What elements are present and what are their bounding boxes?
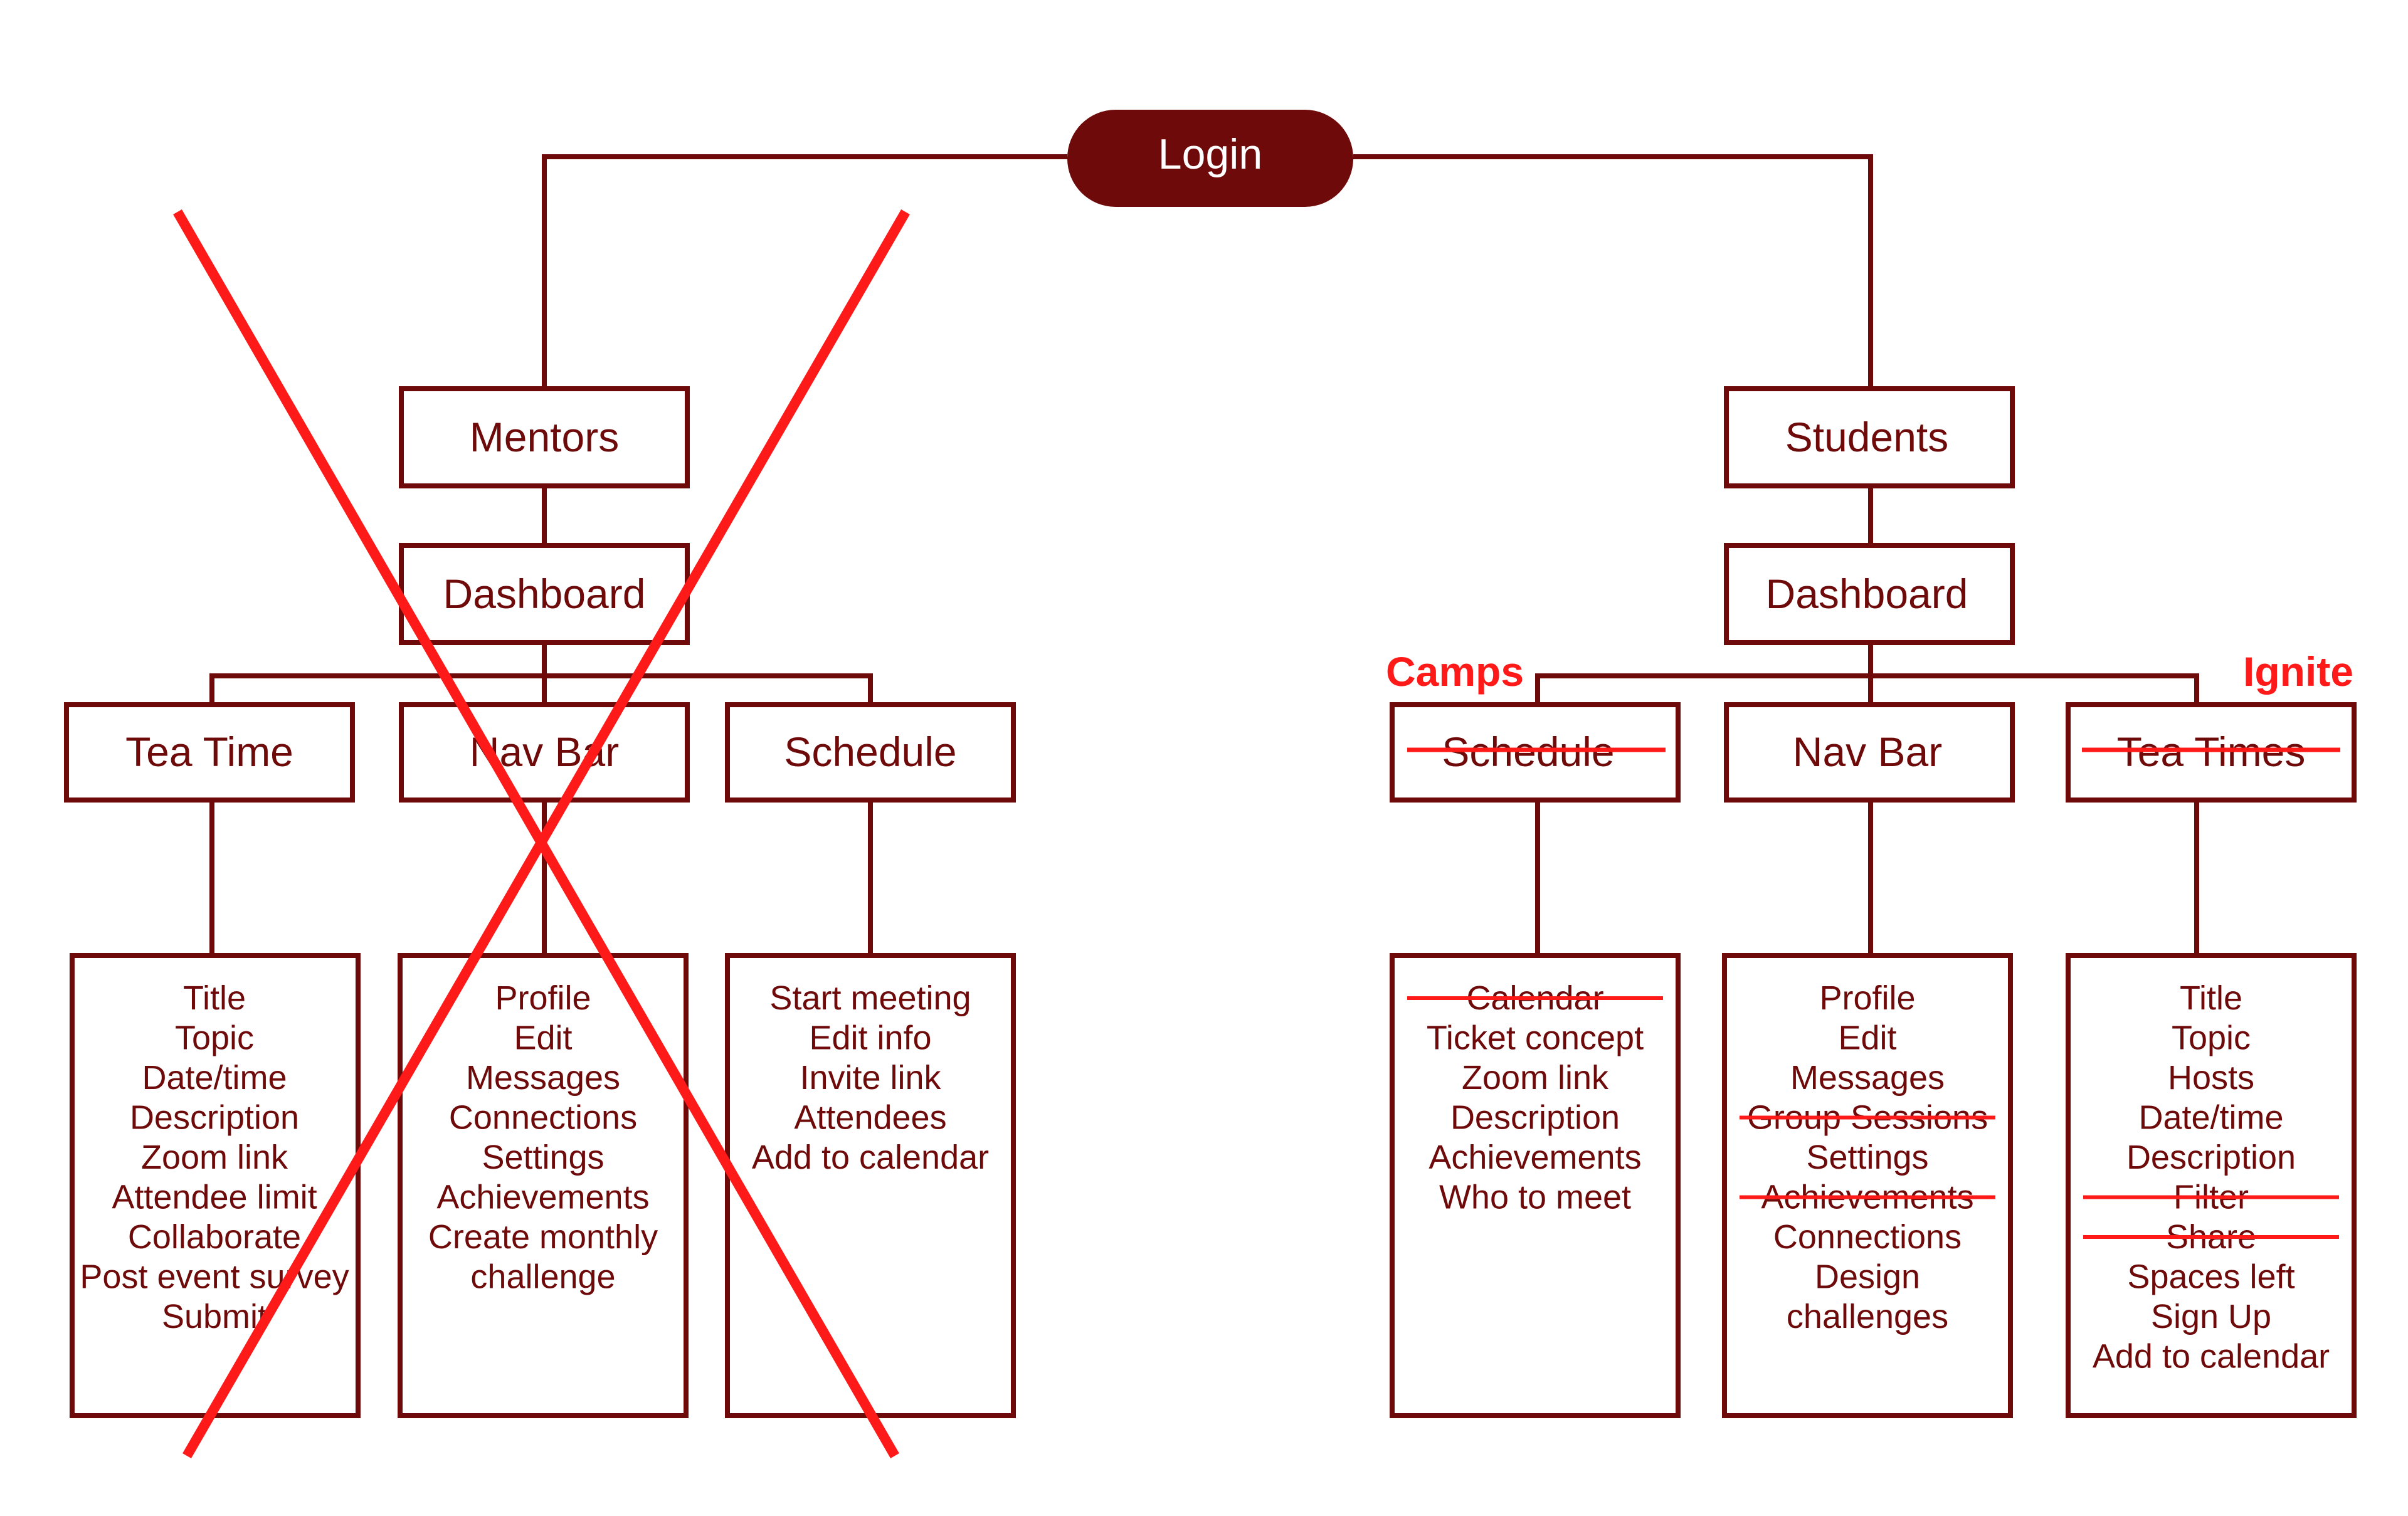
mentor-schedule-items-box	[725, 953, 1016, 1418]
list-item: Collaborate	[128, 1218, 301, 1256]
list-item: Hosts	[2168, 1059, 2254, 1097]
list-item: Sign Up	[2151, 1298, 2271, 1335]
mentor-teatime-items-box	[70, 953, 361, 1418]
student-teatimes-item-list: TitleTopicHostsDate/timeDescriptionFilte…	[2083, 979, 2339, 1376]
list-item: Design	[1815, 1258, 1920, 1296]
students-dashboard-box	[1724, 543, 2015, 645]
students-label: Students	[1785, 414, 1949, 460]
mentor-navbar-item-list: ProfileEditMessagesConnectionsSettingsAc…	[428, 979, 658, 1296]
student-schedule-items-box	[1390, 953, 1681, 1418]
list-item: Settings	[1806, 1139, 1928, 1176]
list-item: Zoom link	[141, 1139, 288, 1176]
list-item: challenges	[1787, 1298, 1948, 1335]
student-schedule-box	[1390, 702, 1681, 803]
list-item: challenge	[470, 1258, 615, 1296]
mentors-cross-out-mark	[173, 209, 910, 1459]
list-item: Title	[2180, 979, 2242, 1017]
list-item: Settings	[482, 1139, 604, 1176]
login-node: Login	[1067, 110, 1353, 207]
list-item: Invite link	[800, 1059, 941, 1097]
connector-login-students	[1353, 154, 1873, 389]
list-item: Attendee limit	[112, 1179, 317, 1216]
connector-mentors-branch	[209, 673, 873, 705]
list-item: Profile	[1819, 979, 1915, 1017]
list-item: Date/time	[2138, 1099, 2283, 1137]
list-item: Profile	[495, 979, 591, 1017]
list-item: Achievements	[1428, 1139, 1641, 1176]
student-navbar-items-box	[1722, 953, 2013, 1418]
list-item: Connections	[449, 1099, 637, 1137]
list-item: Start meeting	[769, 979, 971, 1017]
student-navbar-label: Nav Bar	[1793, 729, 1942, 775]
student-navbar-box	[1724, 702, 2015, 803]
camps-annotation: Camps	[1386, 648, 1524, 695]
node-boxes	[64, 386, 2357, 1418]
mentor-teatime-label: Tea Time	[125, 729, 293, 775]
list-item: Zoom link	[1462, 1059, 1609, 1097]
mentor-navbar-box	[399, 702, 690, 803]
login-label: Login	[1158, 130, 1262, 178]
connector-login-mentors	[542, 154, 1067, 389]
list-item: Add to calendar	[752, 1139, 989, 1176]
list-item: Edit info	[809, 1019, 931, 1057]
list-item: Description	[130, 1099, 299, 1137]
list-item: Messages	[1790, 1059, 1945, 1097]
mentors-dashboard-box	[399, 543, 690, 645]
student-teatimes-items-box	[2066, 953, 2357, 1418]
mentor-navbar-items-box	[398, 953, 689, 1418]
list-item: Who to meet	[1439, 1179, 1631, 1216]
list-item: Attendees	[794, 1099, 946, 1137]
student-teatimes-box	[2066, 702, 2357, 803]
students-dashboard-label: Dashboard	[1766, 571, 1968, 617]
list-item: Description	[2126, 1139, 2296, 1176]
cross-out-stroke-1	[173, 209, 899, 1458]
list-item: Ticket concept	[1427, 1019, 1644, 1057]
list-item: Achievements	[436, 1179, 649, 1216]
connector-students-branch	[1535, 673, 2199, 705]
mentors-dashboard-label: Dashboard	[443, 571, 646, 617]
ignite-annotation: Ignite	[2243, 648, 2353, 695]
mentor-schedule-label: Schedule	[784, 729, 956, 775]
list-item: Edit	[514, 1019, 572, 1057]
list-item: Spaces left	[2127, 1258, 2294, 1296]
list-item: Connections	[1773, 1218, 1962, 1256]
list-item: Post event survey	[80, 1258, 349, 1296]
list-item: Messages	[466, 1059, 620, 1097]
mentor-teatime-box	[64, 702, 355, 803]
list-item: Title	[183, 979, 246, 1017]
list-item: Date/time	[142, 1059, 287, 1097]
list-item: Edit	[1838, 1019, 1896, 1057]
list-item: Description	[1450, 1099, 1620, 1137]
list-item: Topic	[2172, 1019, 2251, 1057]
list-item: Add to calendar	[2093, 1338, 2330, 1376]
mentors-box	[399, 386, 690, 488]
list-item: Submit	[162, 1298, 267, 1335]
mentors-label: Mentors	[470, 414, 619, 460]
list-item: Create monthly	[428, 1218, 658, 1256]
connector-lines	[209, 154, 2199, 955]
students-box	[1724, 386, 2015, 488]
cross-out-stroke-2	[182, 209, 910, 1459]
mentor-schedule-box	[725, 702, 1016, 803]
list-item: Topic	[175, 1019, 254, 1057]
